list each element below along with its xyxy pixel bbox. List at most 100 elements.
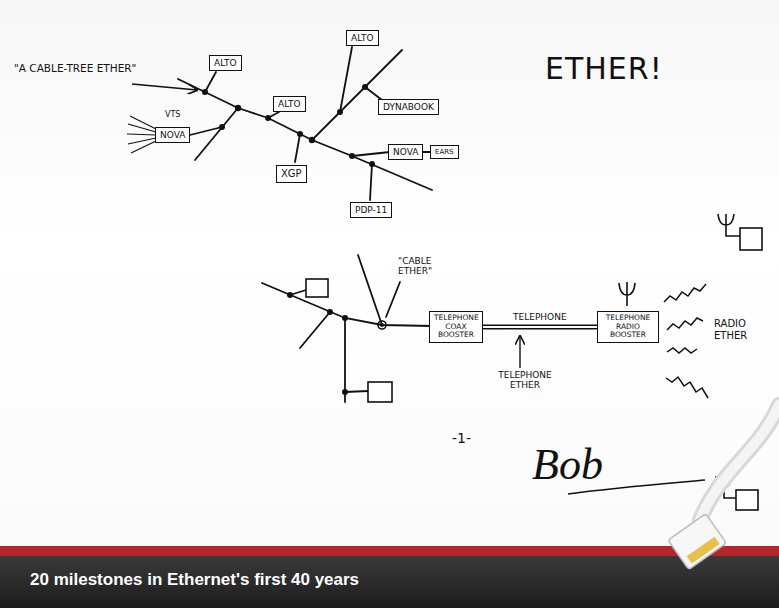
printer-box: EARS — [430, 145, 459, 159]
node-label: ALTO — [214, 58, 237, 68]
station-box — [740, 228, 762, 250]
node-label: TELEPHONE COAX BOOSTER — [434, 314, 478, 340]
tap-dots — [380, 323, 384, 327]
page-number: -1- — [452, 430, 471, 446]
node-label: ALTO — [278, 99, 301, 109]
antenna-symbol — [718, 214, 740, 236]
caption-bar — [0, 556, 779, 608]
ethernet-plug-icon — [687, 537, 720, 564]
bottom-cable-ether — [386, 282, 400, 317]
tap-dots — [219, 124, 225, 130]
tap-dots — [287, 292, 386, 395]
ethernet-plug-icon — [668, 514, 726, 570]
caption-text: 20 milestones in Ethernet's first 40 yea… — [30, 570, 359, 590]
computer-box: ALTO — [273, 96, 306, 112]
signature: Bob — [532, 440, 603, 491]
node-label: XGP — [281, 168, 302, 180]
node-label: TELEPHONE RADIO BOOSTER — [602, 314, 654, 340]
booster-box: TELEPHONE RADIO BOOSTER — [597, 311, 659, 343]
tap-dots — [342, 389, 348, 395]
antenna-symbol — [619, 282, 635, 306]
radio-waves — [666, 377, 708, 398]
booster-box: TELEPHONE COAX BOOSTER — [429, 311, 483, 343]
vts-terminal-lines — [131, 141, 156, 153]
computer-box: DYNABOOK — [378, 99, 439, 115]
sketch-title: ETHER! — [545, 52, 663, 87]
tap-dots — [342, 315, 348, 321]
node-label: NOVA — [393, 147, 418, 157]
callout-text: "CABLE ETHER" — [398, 256, 460, 277]
computer-box: NOVA — [388, 144, 423, 160]
radio-waves — [667, 318, 703, 330]
terminal-label: VTS — [165, 110, 180, 119]
computer-box: PDP-11 — [350, 202, 392, 218]
radio-waves — [664, 284, 706, 302]
radio-waves — [667, 348, 697, 353]
tap-dots — [235, 105, 241, 111]
tap-dots — [362, 84, 368, 90]
cable-tree-ether — [340, 47, 352, 112]
antenna-symbol — [619, 214, 740, 498]
vts-terminal-lines — [127, 116, 156, 153]
tap-dots — [349, 153, 355, 159]
node-label: ALTO — [351, 33, 374, 43]
telephone-line — [483, 324, 597, 329]
tap-dots — [337, 109, 343, 115]
telephone-ether-arrow — [519, 336, 520, 368]
node-label: NOVA — [160, 130, 185, 140]
computer-box: ALTO — [346, 30, 379, 46]
station-box — [368, 382, 392, 402]
node-label: PDP-11 — [355, 205, 387, 215]
station-box — [306, 228, 762, 510]
cable-tree-ether — [205, 72, 216, 92]
station-box — [306, 279, 328, 297]
bottom-cable-ether — [300, 312, 330, 348]
cable-tree-ether — [178, 47, 432, 200]
telephone-line — [483, 326, 597, 327]
bottom-cable-ether — [345, 391, 368, 392]
computer-box: NOVA — [155, 127, 190, 143]
cable-tree-ether — [190, 127, 222, 135]
red-stripe — [0, 546, 779, 556]
vts-terminal-lines — [128, 124, 156, 132]
callout-arrow — [132, 84, 197, 90]
vts-terminal-lines — [127, 134, 156, 135]
callout-text: TELEPHONE ETHER — [490, 370, 560, 391]
ethernet-plug-icon — [668, 405, 779, 569]
tap-dots — [309, 137, 315, 143]
node-label: DYNABOOK — [383, 102, 434, 112]
ethernet-plug-icon — [668, 514, 726, 570]
printer-box: XGP — [276, 165, 307, 183]
ethernet-plug-icon — [700, 405, 779, 520]
tap-dots — [202, 89, 208, 95]
bottom-cable-ether — [262, 255, 432, 402]
cable-tree-ether — [312, 50, 402, 140]
computer-box: ALTO — [209, 55, 242, 71]
station-box — [736, 490, 758, 510]
tap-dots — [327, 309, 333, 315]
tap-dots — [297, 131, 303, 137]
radio-waves — [664, 284, 708, 398]
node-label: EARS — [435, 148, 454, 156]
tap-dots — [369, 161, 375, 167]
callout-text: "A CABLE-TREE ETHER" — [14, 62, 136, 74]
callout-text: RADIO ETHER — [714, 318, 774, 341]
cable-tree-ether — [352, 152, 390, 156]
ethernet-plug-icon — [700, 405, 779, 520]
bottom-cable-ether — [262, 283, 432, 326]
cable-tree-ether — [195, 108, 238, 160]
tap-dots — [265, 115, 271, 121]
vts-terminal-lines — [130, 116, 156, 129]
bottom-cable-ether — [358, 255, 382, 325]
cable-tree-ether — [178, 79, 432, 190]
cable-tree-ether — [295, 134, 300, 162]
telephone-line-inner — [483, 326, 597, 328]
tap-dots — [378, 321, 386, 329]
cable-tree-ether — [370, 164, 372, 200]
tap-dots — [202, 84, 375, 167]
tap-dots — [287, 292, 293, 298]
line-label: TELEPHONE — [511, 312, 569, 322]
